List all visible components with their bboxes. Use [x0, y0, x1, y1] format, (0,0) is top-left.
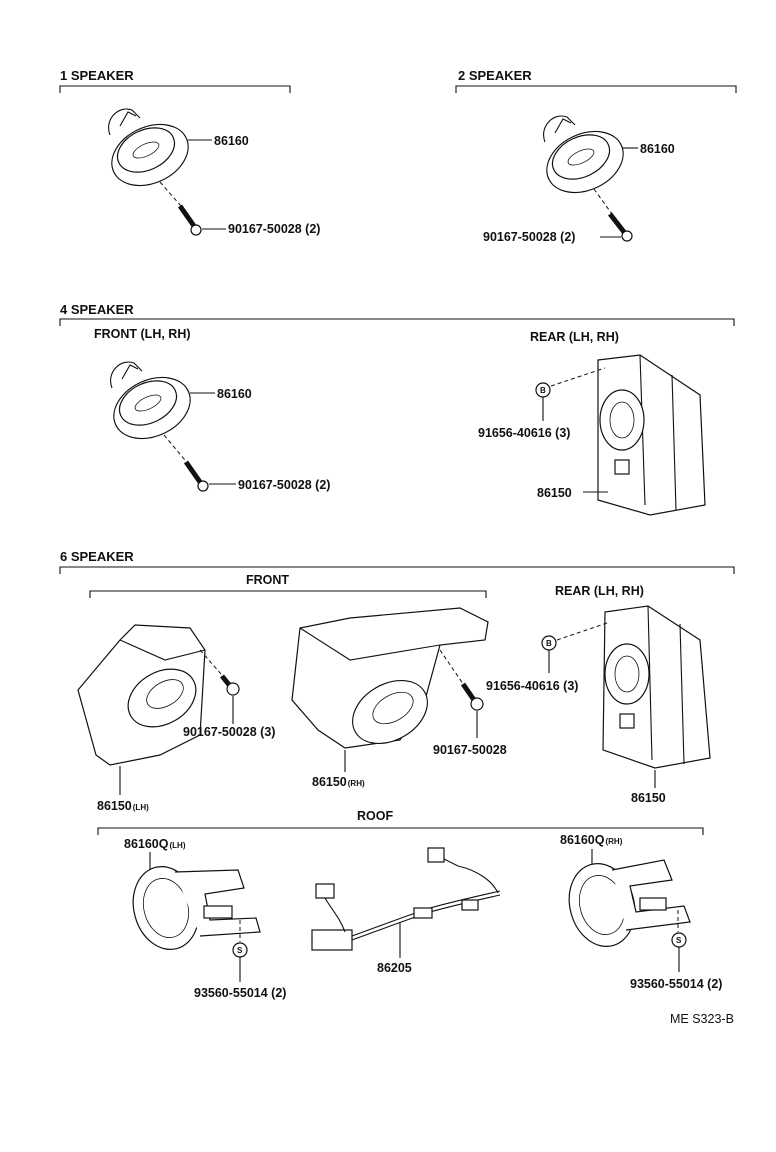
screw-icon — [177, 204, 202, 236]
section-4-title: 4 SPEAKER — [60, 302, 134, 317]
section-4-rear-title: REAR (LH, RH) — [530, 330, 619, 344]
section-2-bracket — [455, 85, 737, 93]
section-4-rear-screw-label: 91656-40616 (3) — [478, 426, 570, 440]
section-1-speaker: 1 SPEAKER 86160 90167-50028 (2) — [59, 68, 320, 236]
section-6-title: 6 SPEAKER — [60, 549, 134, 564]
section-4-rear-speaker-label: 86150 — [537, 486, 572, 500]
roof-wire-harness — [311, 847, 501, 951]
section-6-rear-screw-mark: B — [546, 639, 552, 648]
section-6-roof-lh-part-label: 86160Q(LH) — [124, 837, 186, 851]
section-6-roof-bracket — [97, 827, 704, 835]
section-6-front-rh-part-label: 86150(RH) — [312, 775, 365, 789]
section-6-roof-harness-label: 86205 — [377, 961, 412, 975]
screw-icon — [608, 212, 633, 242]
box-speaker-86150 — [597, 354, 706, 516]
diagram-code: ME S323-B — [670, 1012, 734, 1026]
section-4-bracket — [59, 318, 735, 326]
section-4-front-screw-label: 90167-50028 (2) — [238, 478, 330, 492]
section-4-rear-screw-mark: B — [540, 386, 546, 395]
round-speaker-86160 — [108, 108, 189, 187]
section-6-front-lh-screw-label: 90167-50028 (3) — [183, 725, 275, 739]
section-6-front-rh-screw-label: 90167-50028 — [433, 743, 507, 757]
roof-rh-speaker — [568, 859, 691, 948]
section-2-screw-label: 90167-50028 (2) — [483, 230, 575, 244]
screw-icon — [183, 460, 209, 492]
section-6-front-lh-part-label: 86150(LH) — [97, 799, 149, 813]
section-4-front-speaker-label: 86160 — [217, 387, 252, 401]
section-6-bracket — [59, 566, 735, 574]
section-4-front-title: FRONT (LH, RH) — [94, 327, 191, 341]
section-1-speaker-label: 86160 — [214, 134, 249, 148]
section-6-roof-lh-screw-label: 93560-55014 (2) — [194, 986, 286, 1000]
section-2-speaker-label: 86160 — [640, 142, 675, 156]
screw-icon — [460, 682, 484, 711]
front-lh-speaker-box — [77, 624, 206, 766]
section-1-screw-label: 90167-50028 (2) — [228, 222, 320, 236]
section-2-speaker: 2 SPEAKER 86160 90167-50028 (2) — [455, 68, 737, 244]
section-6-roof-rh-part-label: 86160Q(RH) — [560, 833, 623, 847]
roof-lh-speaker — [132, 865, 261, 951]
section-6-front-title: FRONT — [246, 573, 289, 587]
section-6-front-bracket — [89, 590, 487, 598]
round-speaker-86160 — [543, 115, 624, 194]
section-6-roof-rh-screw-label: 93560-55014 (2) — [630, 977, 722, 991]
rear-speaker-box — [602, 605, 711, 769]
section-6-roof-lh-screw-mark: S — [237, 946, 243, 955]
section-6-rear-title: REAR (LH, RH) — [555, 584, 644, 598]
section-1-title: 1 SPEAKER — [60, 68, 134, 83]
screw-icon — [220, 674, 240, 696]
section-4-speaker: 4 SPEAKER FRONT (LH, RH) REAR (LH, RH) 8… — [59, 302, 735, 516]
round-speaker-86160 — [110, 361, 191, 440]
section-6-speaker: 6 SPEAKER FRONT REAR (LH, RH) 90167-5002… — [59, 549, 735, 1000]
section-6-rear-screw-label: 91656-40616 (3) — [486, 679, 578, 693]
section-6-roof-title: ROOF — [357, 809, 393, 823]
section-6-rear-part-label: 86150 — [631, 791, 666, 805]
front-rh-speaker-box — [291, 607, 489, 749]
section-1-bracket — [59, 85, 291, 93]
section-2-title: 2 SPEAKER — [458, 68, 532, 83]
section-6-roof-rh-screw-mark: S — [676, 936, 682, 945]
